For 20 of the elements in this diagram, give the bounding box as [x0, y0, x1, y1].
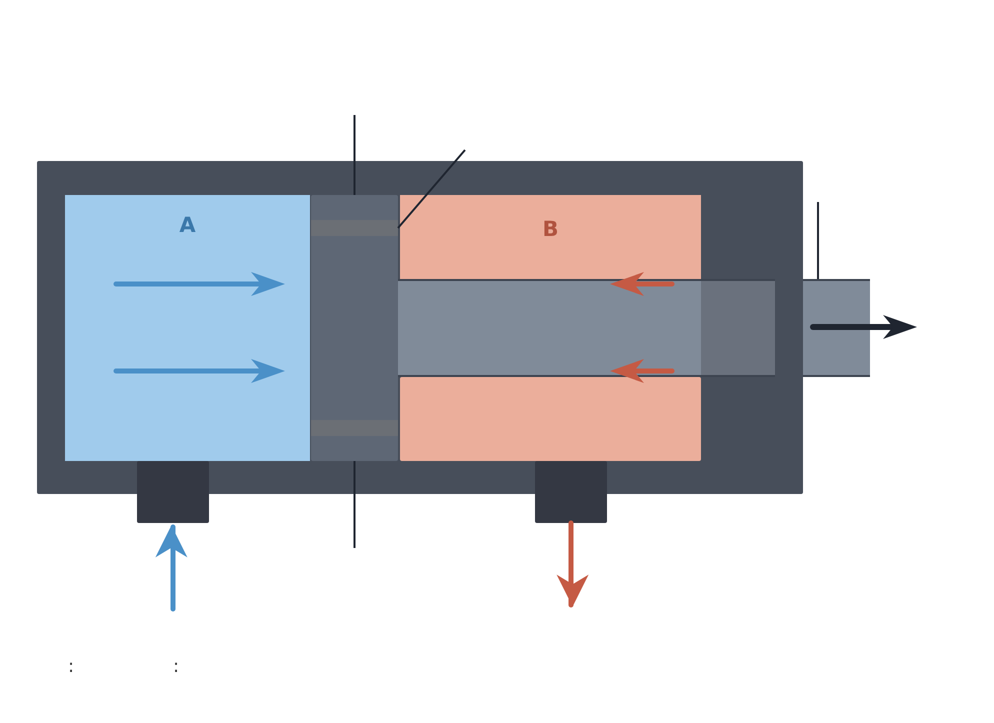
leader-line	[354, 461, 356, 548]
port	[535, 461, 607, 523]
piston-rod	[803, 279, 870, 377]
piston-seal	[311, 420, 398, 436]
chamber	[400, 195, 701, 280]
chamber	[400, 377, 701, 461]
flow-arrow	[155, 524, 188, 612]
label-text: :	[173, 656, 180, 677]
chamber-label: B	[542, 217, 558, 241]
piston-seal	[311, 220, 398, 236]
piston-rod	[398, 279, 775, 377]
leader-line	[817, 202, 819, 279]
label-text: :	[68, 656, 74, 677]
piston	[311, 195, 398, 461]
chamber	[65, 195, 310, 461]
leader-line	[354, 115, 356, 195]
leader-line	[397, 149, 466, 229]
chamber-label: A	[179, 213, 196, 237]
flow-arrow	[556, 520, 589, 608]
port	[137, 461, 209, 523]
